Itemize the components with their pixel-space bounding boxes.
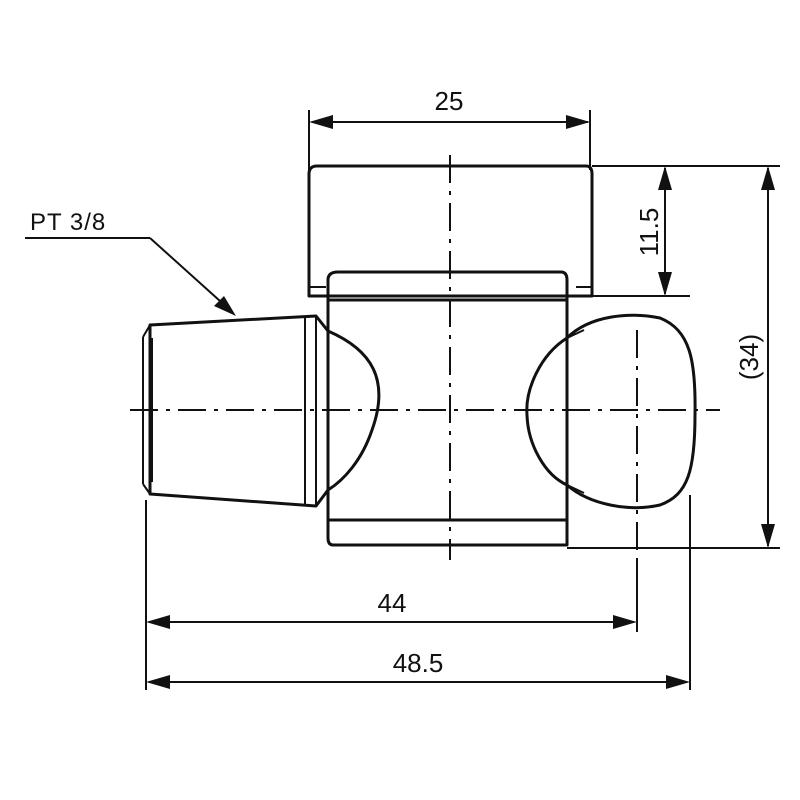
dimension-overall-length: 48.5 bbox=[146, 495, 691, 690]
dim-overall-length-value: 48.5 bbox=[393, 648, 444, 678]
dimension-top-width: 25 bbox=[308, 86, 591, 170]
center-lines bbox=[130, 155, 720, 560]
dim-center-span-value: 44 bbox=[378, 588, 407, 618]
dimension-overall-height: (34) bbox=[567, 166, 780, 549]
dimension-center-span: 44 bbox=[145, 500, 638, 690]
main-body bbox=[326, 270, 569, 547]
dim-overall-height-value: (34) bbox=[734, 334, 764, 380]
dimension-cap-height: 11.5 bbox=[592, 165, 780, 297]
dim-cap-height-value: 11.5 bbox=[634, 208, 664, 257]
right-ball-joint bbox=[525, 313, 697, 510]
thread-callout: PT 3/8 bbox=[25, 209, 236, 316]
thread-spec-label: PT 3/8 bbox=[30, 209, 106, 236]
dim-top-width-value: 25 bbox=[435, 86, 464, 116]
left-half-sphere bbox=[326, 329, 381, 492]
left-thread-fitting bbox=[142, 314, 330, 508]
